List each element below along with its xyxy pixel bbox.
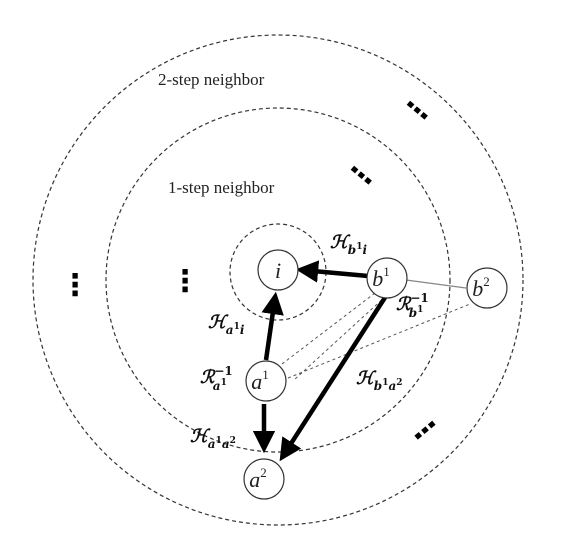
node-a2: a2 (243, 458, 285, 500)
node-a2-sup: 2 (260, 465, 267, 480)
two-step-neighbor-label: 2-step neighbor (158, 70, 265, 89)
one-step-region-circle (105, 107, 451, 453)
label-H-b1-i: ℋb1i (330, 232, 367, 257)
label-H-a1-a2: ℋa1a2 (190, 426, 236, 451)
ellipsis-left-inner: ⋮ (170, 264, 200, 299)
node-a1-sup: 1 (262, 367, 269, 382)
node-a2-base: a (249, 467, 260, 492)
label-H-a1-i: ℋa1i (208, 312, 245, 337)
edge-a1-to-i (261, 291, 284, 361)
two-step-region-circle (32, 34, 524, 526)
svg-text:b2: b2 (472, 274, 490, 301)
svg-text:a1: a1 (251, 367, 269, 394)
one-step-neighbor-label: 1-step neighbor (168, 178, 275, 197)
a1-b1-dashed-link (281, 292, 376, 365)
node-b2-sup: 2 (483, 274, 490, 289)
node-i: i (257, 249, 299, 291)
node-b1-sup: 1 (383, 264, 390, 279)
label-H-b1-a2: ℋb1a2 (356, 368, 403, 393)
node-i-label: i (275, 258, 281, 283)
node-b2: b2 (466, 267, 508, 309)
ellipsis-top-right: ⋮ (395, 88, 441, 133)
ellipsis-left-outer: ⋮ (60, 268, 90, 303)
node-a1: a1 (245, 360, 287, 402)
edge-b1-to-i (295, 260, 369, 283)
node-a1-base: a (251, 369, 262, 394)
svg-text:a2: a2 (249, 465, 267, 492)
a1-b2-dashed-link (287, 303, 471, 379)
b1-a1-dashed-link (293, 295, 387, 381)
node-b2-base: b (472, 276, 483, 301)
node-b1: b1 (366, 257, 408, 299)
svg-text:b1: b1 (372, 264, 390, 291)
node-b1-base: b (372, 266, 383, 291)
ellipsis-inner-top: ⋮ (339, 153, 385, 198)
edge-b1-to-a2 (279, 294, 388, 462)
b1-b2-link (405, 279, 467, 289)
ellipsis-bottom-right: ⋮ (401, 408, 447, 453)
